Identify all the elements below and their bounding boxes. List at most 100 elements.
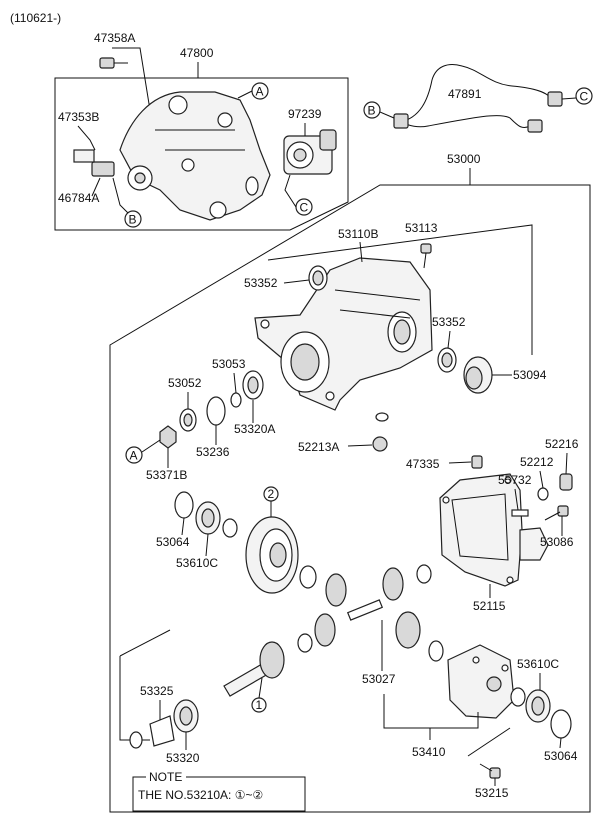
- note-text: THE NO.53210A: ①~②: [138, 788, 263, 802]
- label-47800: 47800: [180, 46, 214, 60]
- bearing-cup-53064-right: [550, 709, 572, 739]
- ref-circle-c-harness: [575, 87, 593, 105]
- leader-53352-upper: [283, 279, 310, 284]
- bolt-53215: [479, 763, 501, 779]
- harness-connector-mid: [527, 119, 543, 133]
- ref-c-upper: C: [300, 201, 309, 215]
- leader-ref-a-upper: [237, 90, 253, 99]
- label-53320A: 53320A: [234, 422, 275, 436]
- harness-connector-b: [393, 113, 409, 129]
- label-52115: 52115: [473, 599, 506, 613]
- bracket-assembly-outline: [54, 77, 349, 231]
- plug-oring: [375, 412, 389, 422]
- label-53610C-right: 53610C: [517, 657, 559, 671]
- pinion-group-line-upper: [119, 629, 171, 657]
- leader-53064-left: [181, 517, 185, 536]
- label-47335: 47335: [406, 457, 440, 471]
- ref-a-lower: A: [130, 449, 138, 463]
- ref-circle-b-harness: [363, 101, 381, 119]
- shim-right: [510, 687, 526, 707]
- gasket-52212: [537, 487, 549, 501]
- bearing-53610C-right: [525, 689, 551, 723]
- label-47353B: 47353B: [58, 110, 99, 124]
- label-52216: 52216: [545, 437, 579, 451]
- pinion-gear-upper: [382, 567, 404, 601]
- diff-case-53410: [447, 644, 515, 719]
- label-53053: 53053: [212, 357, 246, 371]
- retainer-53094: [463, 356, 493, 394]
- label-53094: 53094: [513, 368, 547, 382]
- leader-47358A: [112, 47, 151, 111]
- bearing-53610C-left: [195, 501, 221, 535]
- bearing-53320: [173, 699, 199, 733]
- date-code-label: (110621-): [10, 11, 61, 25]
- label-53113: 53113: [405, 221, 438, 235]
- collapsible-spacer-53325: [149, 715, 175, 747]
- ref-circle-b-upper: [124, 210, 142, 228]
- wiring-harness-47891: 47891 B C: [363, 64, 593, 133]
- ref-1: 1: [256, 698, 263, 712]
- label-53236: 53236: [196, 445, 230, 459]
- leader-ref-b-harness: [379, 111, 395, 119]
- washer-side-left: [299, 565, 317, 589]
- label-47358A: 47358A: [94, 31, 135, 45]
- washer-side-right: [416, 564, 432, 584]
- label-55732: 55732: [498, 473, 532, 487]
- washer-pinion-lower: [297, 633, 313, 653]
- leader-52213A: [347, 444, 373, 447]
- label-46784A: 46784A: [58, 191, 99, 205]
- label-52212: 52212: [520, 455, 554, 469]
- label-53352-upper: 53352: [244, 276, 278, 290]
- label-53064-left: 53064: [156, 535, 190, 549]
- leader-ref-c-upper: [284, 174, 297, 208]
- ring-53236: [206, 396, 226, 426]
- label-53352-lower: 53352: [432, 315, 466, 329]
- harness-connector-c: [547, 91, 563, 107]
- side-gear-right: [395, 611, 421, 649]
- leader-53610C-left: [205, 533, 209, 557]
- leader-47353B: [77, 125, 96, 151]
- note-title-backdrop: [146, 771, 186, 783]
- carrier-group-bracket: [267, 224, 533, 355]
- leader-53215-upper: [467, 727, 511, 757]
- pinion-group-bracket: [119, 656, 150, 741]
- leader-ref-a-lower: [141, 439, 161, 453]
- sensor-46784A: [73, 149, 115, 177]
- label-53610C-left: 53610C: [176, 556, 218, 570]
- label-53086: 53086: [540, 535, 574, 549]
- label-53320: 53320: [166, 751, 200, 765]
- carrier-housing-53110B: [254, 257, 433, 411]
- bracket-53410: [383, 694, 479, 729]
- plug-52213A: [372, 436, 388, 452]
- harness-cable-upper: [399, 64, 553, 123]
- breather-47335: [471, 455, 483, 469]
- label-53027: 53027: [362, 672, 396, 686]
- pinion-shaft-53027: [346, 599, 384, 621]
- label-53325: 53325: [140, 684, 174, 698]
- bearing-53064-left: [174, 491, 194, 519]
- ref-2: 2: [268, 487, 275, 501]
- ref-a-upper: A: [256, 85, 264, 99]
- leader-52216: [565, 452, 568, 475]
- bolt-53113: [420, 243, 432, 269]
- washer-53053: [230, 392, 242, 408]
- leader-53352-lower: [447, 330, 451, 349]
- leader-46784A: [91, 177, 101, 197]
- ref-b-harness: B: [368, 104, 376, 118]
- leader-ref-c-harness: [561, 97, 577, 100]
- washer-right: [428, 640, 444, 662]
- nut-53371B: [159, 425, 177, 449]
- assembly-boundary: [109, 184, 591, 813]
- ref-circle-a-lower: [125, 446, 143, 464]
- ring-gear: [245, 516, 299, 594]
- leader-ref-1: [258, 677, 263, 699]
- bolt-47358A: [99, 57, 128, 69]
- label-53052: 53052: [168, 376, 202, 390]
- label-52213A: 52213A: [298, 440, 339, 454]
- leader-53053: [233, 372, 237, 394]
- label-97239: 97239: [288, 107, 322, 121]
- note-title-overlay: NOTE: [149, 770, 182, 784]
- leader-53110B: [359, 241, 363, 263]
- shim-53320: [129, 731, 143, 749]
